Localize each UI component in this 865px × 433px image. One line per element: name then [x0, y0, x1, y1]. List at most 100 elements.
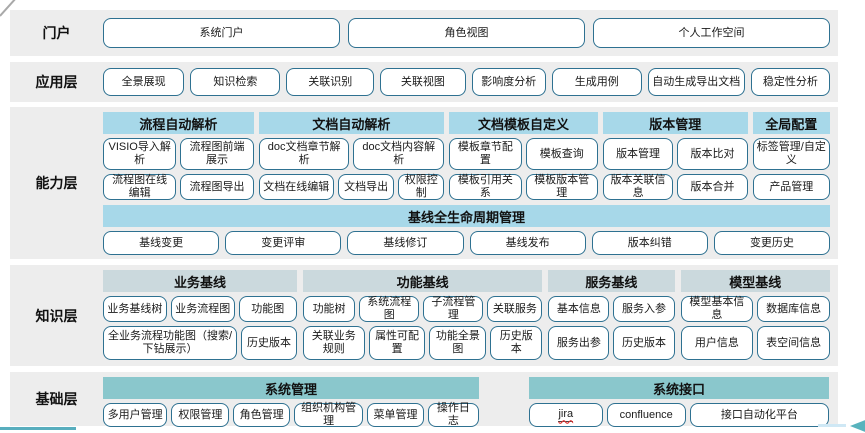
capability-content: 流程自动解析 VISIO导入解析 流程图前端展示 流程图在线编辑 流程图导出 文… [103, 107, 838, 259]
layer-label-portal: 门户 [42, 25, 71, 41]
group-row: 流程图在线编辑 流程图导出 [103, 174, 254, 200]
knowledge-box: 用户信息 [680, 326, 754, 360]
base-box: 接口自动化平台 [689, 403, 829, 427]
knowledge-box: 关联服务 [487, 296, 543, 322]
knowledge-box: 功能图 [238, 296, 297, 322]
baseline-box: 基线变更 [103, 231, 220, 255]
knowledge-box: 表空间信息 [757, 326, 830, 360]
layer-row-portal: 门户 系统门户 角色视图 个人工作空间 [10, 10, 838, 56]
cap-box: 文档在线编辑 [258, 174, 334, 200]
group-row: 产品管理 [752, 174, 830, 200]
group-row: 模板章节配置 模板查询 [449, 138, 598, 170]
group-header-function-baseline: 功能基线 [302, 270, 543, 292]
app-box: 生成用例 [551, 68, 642, 96]
knowledge-box: 历史版本 [241, 326, 297, 360]
base-box: 角色管理 [233, 403, 290, 427]
app-box: 稳定性分析 [750, 68, 830, 96]
cap-box: 权限控制 [398, 174, 445, 200]
capability-groups: 流程自动解析 VISIO导入解析 流程图前端展示 流程图在线编辑 流程图导出 文… [103, 112, 830, 200]
group-header-global-config: 全局配置 [752, 112, 830, 134]
cap-box: 模板查询 [525, 138, 598, 170]
app-box: 关联视图 [380, 68, 466, 96]
group-row: 模板引用关系 模板版本管理 [449, 174, 598, 200]
base-box: 组织机构管理 [293, 402, 364, 427]
group-row: 关联业务规则 属性可配置 功能全景图 历史版本 [302, 326, 543, 360]
layer-label-base: 基础层 [35, 391, 78, 407]
group-row: 多用户管理 权限管理 角色管理 组织机构管理 菜单管理 操作日志 [103, 402, 480, 427]
base-box: 多用户管理 [103, 403, 168, 427]
group-header-doc-template-custom: 文档模板自定义 [449, 112, 598, 134]
jira-box: jira [529, 403, 603, 427]
knowledge-box: 属性可配置 [368, 326, 426, 360]
knowledge-box: 基本信息 [548, 296, 610, 322]
bottom-right-arrow-icon [850, 419, 865, 433]
app-box: 影响度分析 [471, 68, 546, 96]
portal-box: 角色视图 [348, 18, 585, 48]
jira-label: jira [558, 408, 574, 422]
knowledge-box: 功能树 [302, 296, 356, 322]
baseline-box: 变更评审 [225, 231, 342, 255]
cap-box: 流程图前端展示 [180, 138, 254, 170]
knowledge-box: 服务出参 [548, 326, 610, 360]
knowledge-content: 业务基线 业务基线树 业务流程图 功能图 全业务流程功能图（搜索/下钻展示） 历… [103, 265, 838, 366]
cap-box: 文档导出 [337, 174, 395, 200]
knowledge-groups: 业务基线 业务基线树 业务流程图 功能图 全业务流程功能图（搜索/下钻展示） 历… [103, 270, 830, 360]
cap-box: doc文档内容解析 [353, 138, 445, 170]
layer-row-application: 应用层 全景展现 知识检索 关联识别 关联视图 影响度分析 生成用例 自动生成导… [10, 62, 838, 102]
knowledge-box: 系统流程图 [359, 296, 420, 322]
layer-row-capability: 能力层 流程自动解析 VISIO导入解析 流程图前端展示 流程图在线编辑 流程图… [10, 107, 838, 259]
knowledge-box: 服务入参 [613, 296, 675, 322]
group-row: 版本关联信息 版本合并 [602, 174, 748, 200]
layer-label-knowledge: 知识层 [35, 307, 78, 324]
knowledge-box: 模型基本信息 [680, 296, 754, 322]
knowledge-box: 全业务流程功能图（搜索/下钻展示） [103, 326, 238, 360]
confluence-box: confluence [606, 403, 686, 427]
group-doc-template-custom: 文档模板自定义 模板章节配置 模板查询 模板引用关系 模板版本管理 [449, 112, 598, 200]
knowledge-box: 子流程管理 [423, 296, 484, 322]
cap-box: 模板版本管理 [525, 174, 598, 200]
group-row: 用户信息 表空间信息 [680, 326, 830, 360]
group-header-system-mgmt: 系统管理 [103, 377, 479, 399]
group-business-baseline: 业务基线 业务基线树 业务流程图 功能图 全业务流程功能图（搜索/下钻展示） 历… [103, 270, 297, 360]
cap-box: 产品管理 [752, 174, 830, 200]
group-row: 全业务流程功能图（搜索/下钻展示） 历史版本 [103, 326, 297, 360]
baseline-box: 变更历史 [713, 231, 831, 255]
layer-label-application: 应用层 [35, 74, 78, 90]
group-process-auto-parse: 流程自动解析 VISIO导入解析 流程图前端展示 流程图在线编辑 流程图导出 [103, 112, 254, 200]
portal-box: 系统门户 [103, 18, 340, 48]
group-row: 模型基本信息 数据库信息 [680, 296, 830, 322]
bottom-left-accent-line [0, 427, 76, 430]
layer-label-capability: 能力层 [35, 175, 78, 191]
group-row: jira confluence 接口自动化平台 [529, 403, 829, 427]
cap-box: 版本合并 [677, 174, 748, 200]
group-row: 文档在线编辑 文档导出 权限控制 [258, 174, 445, 200]
baseline-box: 基线发布 [469, 231, 586, 255]
group-header-service-baseline: 服务基线 [548, 270, 675, 292]
portal-box: 个人工作空间 [593, 18, 830, 48]
group-system-mgmt: 系统管理 多用户管理 权限管理 角色管理 组织机构管理 菜单管理 操作日志 [103, 377, 480, 427]
base-groups: 系统管理 多用户管理 权限管理 角色管理 组织机构管理 菜单管理 操作日志 系统… [103, 377, 830, 427]
group-row: 基本信息 服务入参 [548, 296, 675, 322]
group-service-baseline: 服务基线 基本信息 服务入参 服务出参 历史版本 [548, 270, 675, 360]
knowledge-box: 业务流程图 [170, 296, 235, 322]
baseline-box: 版本纠错 [591, 231, 708, 255]
group-row: 功能树 系统流程图 子流程管理 关联服务 [302, 296, 543, 322]
knowledge-box: 关联业务规则 [302, 326, 365, 360]
cap-box: 版本管理 [602, 138, 674, 170]
knowledge-box: 业务基线树 [103, 296, 167, 322]
cap-box: 版本比对 [677, 138, 748, 170]
group-version-mgmt: 版本管理 版本管理 版本比对 版本关联信息 版本合并 [602, 112, 748, 200]
base-box: 菜单管理 [367, 403, 424, 427]
group-doc-auto-parse: 文档自动解析 doc文档章节解析 doc文档内容解析 文档在线编辑 文档导出 权… [258, 112, 445, 200]
base-content: 系统管理 多用户管理 权限管理 角色管理 组织机构管理 菜单管理 操作日志 系统… [103, 372, 838, 427]
cap-box: 版本关联信息 [602, 174, 674, 200]
group-global-config: 全局配置 标签管理/自定义 产品管理 [752, 112, 830, 200]
cap-box: VISIO导入解析 [103, 138, 177, 170]
group-header-version-mgmt: 版本管理 [602, 112, 748, 134]
cap-box: 流程图导出 [180, 174, 254, 200]
cap-box: 模板引用关系 [449, 174, 522, 200]
group-row: VISIO导入解析 流程图前端展示 [103, 138, 254, 170]
portal-content: 系统门户 角色视图 个人工作空间 [103, 10, 838, 56]
cap-box: 流程图在线编辑 [103, 174, 177, 200]
